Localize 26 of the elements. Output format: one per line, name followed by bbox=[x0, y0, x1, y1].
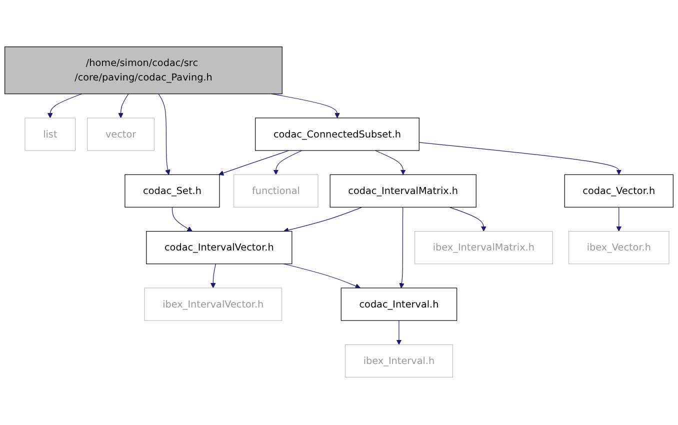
arrow bbox=[172, 207, 192, 232]
arrow bbox=[48, 94, 82, 119]
node-box: ibex_Vector.h bbox=[568, 232, 670, 265]
arrow bbox=[396, 320, 402, 346]
arrow bbox=[616, 207, 622, 232]
node-box: codac_Set.h bbox=[124, 174, 220, 208]
node-box: list bbox=[24, 118, 76, 152]
arrow bbox=[418, 142, 622, 176]
node-box: /home/simon/codac/src /core/paving/codac_Paving.h bbox=[4, 47, 282, 95]
arrow bbox=[284, 207, 362, 234]
node-box: ibex_Interval.h bbox=[344, 344, 453, 378]
node-box: codac_IntervalVector.h bbox=[146, 232, 292, 265]
node-box: vector bbox=[87, 118, 154, 152]
node-box: ibex_IntervalMatrix.h bbox=[414, 232, 553, 265]
arrow bbox=[118, 94, 129, 119]
node-box: ibex_IntervalVector.h bbox=[144, 288, 282, 322]
node-box: codac_Vector.h bbox=[564, 174, 674, 208]
arrow bbox=[273, 150, 302, 176]
arrow bbox=[210, 264, 216, 289]
node-box: codac_ConnectedSubset.h bbox=[255, 118, 420, 152]
arrow bbox=[449, 207, 486, 232]
arrow bbox=[399, 207, 404, 289]
node-box: functional bbox=[234, 174, 318, 208]
arrow bbox=[158, 94, 170, 176]
node-box: codac_IntervalMatrix.h bbox=[330, 174, 476, 208]
node-box: codac_Interval.h bbox=[340, 288, 458, 322]
